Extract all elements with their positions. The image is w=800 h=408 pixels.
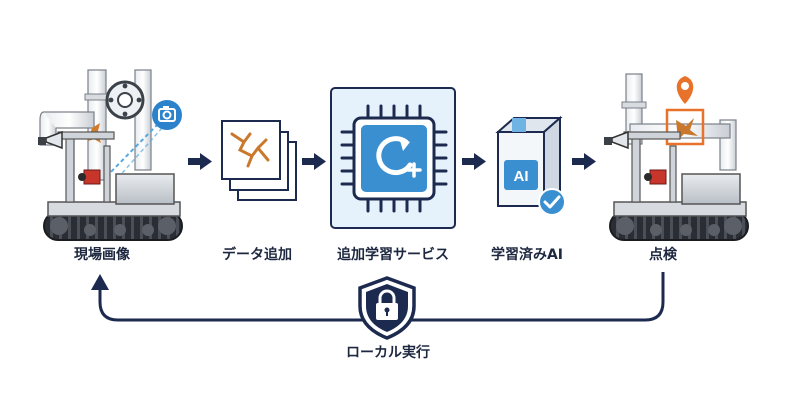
inspection-robot-camera-icon	[37, 69, 183, 241]
flow-arrow-3	[462, 153, 486, 170]
step-label-field-image: 現場画像	[74, 247, 130, 263]
shield-lock-icon	[358, 276, 416, 340]
step-label-trained-ai: 学習済みAI	[490, 247, 564, 263]
ai-chip-update-icon	[330, 87, 456, 229]
feedback-loop-arrowhead	[91, 274, 109, 290]
step-label-inspection: 点検	[649, 247, 677, 263]
flow-arrow-2	[302, 153, 326, 170]
step-label-data-add: データ追加	[222, 247, 292, 263]
inspection-robot-detect-icon	[603, 73, 749, 241]
flow-arrow-1	[188, 153, 212, 170]
crack-image-stack-icon	[221, 120, 297, 201]
step-label-training-service: 追加学習サービス	[337, 247, 449, 263]
ai-package-check-icon: AI	[495, 115, 566, 216]
loop-label-local-exec: ローカル実行	[346, 345, 430, 361]
package-ai-text: AI	[514, 168, 529, 185]
flow-arrow-4	[572, 153, 596, 170]
